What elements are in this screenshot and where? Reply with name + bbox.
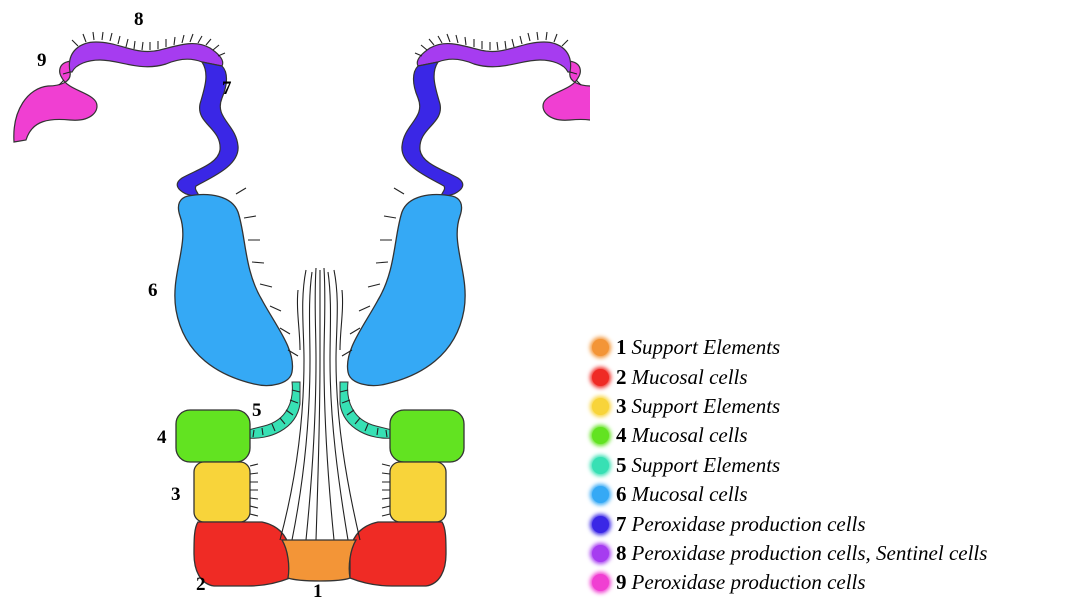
legend-swatch-3 — [592, 398, 609, 415]
legend-number: 6 — [616, 482, 627, 507]
legend-text: Peroxidase production cells, Sentinel ce… — [632, 541, 988, 566]
legend-item: 5 Support Elements — [592, 451, 1062, 480]
diagram-label-6: 6 — [148, 280, 158, 301]
legend-number: 4 — [616, 423, 627, 448]
region-1 — [282, 540, 356, 581]
legend-swatch-4 — [592, 427, 609, 444]
legend-item: 8 Peroxidase production cells, Sentinel … — [592, 539, 1062, 568]
legend-number: 2 — [616, 365, 627, 390]
legend-text: Support Elements — [632, 394, 781, 419]
diagram-label-9: 9 — [37, 50, 47, 71]
legend-text: Support Elements — [632, 335, 781, 360]
legend-swatch-6 — [592, 486, 609, 503]
anatomy-diagram: 1 2 3 4 5 6 7 8 9 — [0, 0, 590, 599]
legend-text: Mucosal cells — [632, 365, 748, 390]
legend-item: 9 Peroxidase production cells — [592, 568, 1062, 597]
legend-item: 4 Mucosal cells — [592, 421, 1062, 450]
legend-swatch-7 — [592, 516, 609, 533]
diagram-label-4: 4 — [157, 427, 167, 448]
legend-swatch-1 — [592, 339, 609, 356]
diagram-label-8: 8 — [134, 9, 144, 30]
legend: 1 Support Elements 2 Mucosal cells 3 Sup… — [592, 333, 1062, 598]
legend-number: 1 — [616, 335, 627, 360]
legend-swatch-9 — [592, 574, 609, 591]
diagram-label-5: 5 — [252, 400, 262, 421]
diagram-label-7: 7 — [222, 78, 232, 99]
legend-number: 9 — [616, 570, 627, 595]
legend-swatch-8 — [592, 545, 609, 562]
diagram-label-3: 3 — [171, 484, 181, 505]
legend-item: 1 Support Elements — [592, 333, 1062, 362]
diagram-label-2: 2 — [196, 574, 206, 595]
diagram-label-1: 1 — [313, 581, 323, 599]
legend-swatch-2 — [592, 369, 609, 386]
legend-item: 6 Mucosal cells — [592, 480, 1062, 509]
legend-text: Support Elements — [632, 453, 781, 478]
legend-item: 3 Support Elements — [592, 392, 1062, 421]
legend-item: 7 Peroxidase production cells — [592, 509, 1062, 538]
legend-number: 3 — [616, 394, 627, 419]
legend-number: 5 — [616, 453, 627, 478]
legend-text: Peroxidase production cells — [632, 570, 866, 595]
legend-number: 8 — [616, 541, 627, 566]
legend-text: Mucosal cells — [632, 482, 748, 507]
legend-number: 7 — [616, 512, 627, 537]
legend-text: Mucosal cells — [632, 423, 748, 448]
legend-swatch-5 — [592, 457, 609, 474]
legend-item: 2 Mucosal cells — [592, 362, 1062, 391]
legend-text: Peroxidase production cells — [632, 512, 866, 537]
